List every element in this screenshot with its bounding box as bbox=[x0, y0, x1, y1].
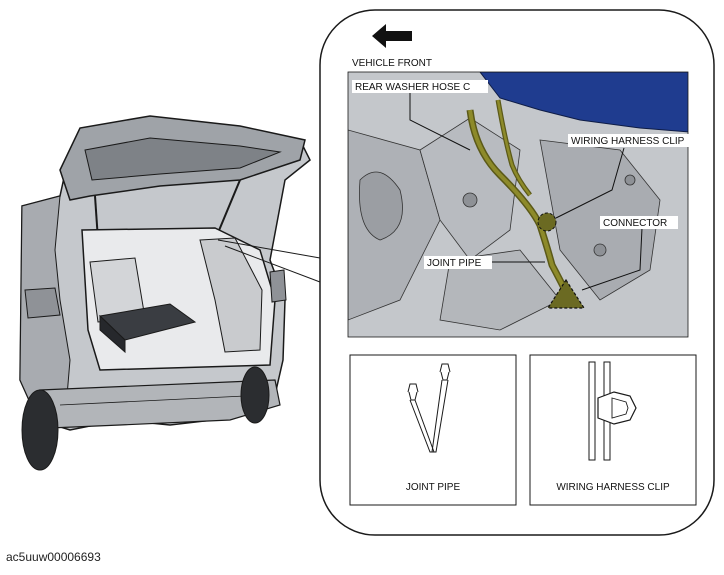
detail-joint-pipe-label: JOINT PIPE bbox=[406, 482, 461, 493]
callout-rear-washer-hose: REAR WASHER HOSE C bbox=[355, 82, 470, 93]
vehicle-illustration bbox=[19, 115, 321, 471]
blue-body-panel bbox=[479, 72, 688, 133]
detail-joint-pipe: JOINT PIPE bbox=[349, 354, 517, 506]
callout-connector: CONNECTOR bbox=[603, 218, 667, 229]
detail-clip-label: WIRING HARNESS CLIP bbox=[556, 482, 670, 493]
callout-wiring-harness-clip: WIRING HARNESS CLIP bbox=[571, 136, 685, 147]
joint-pipe-icon bbox=[407, 363, 451, 453]
detail-wiring-harness-clip: WIRING HARNESS CLIP bbox=[529, 354, 697, 506]
zoomed-panel: REAR WASHER HOSE C WIRING HARNESS CLIP C… bbox=[347, 71, 702, 338]
vehicle-front-label: VEHICLE FRONT bbox=[352, 58, 432, 69]
connector-marker bbox=[546, 278, 586, 309]
clip-icon bbox=[588, 361, 637, 461]
callout-joint-pipe: JOINT PIPE bbox=[427, 258, 482, 269]
arrow-left-icon bbox=[372, 24, 412, 48]
figure-code: ac5uuw00006693 bbox=[6, 550, 101, 564]
wiring-harness-clip-marker bbox=[537, 212, 557, 232]
